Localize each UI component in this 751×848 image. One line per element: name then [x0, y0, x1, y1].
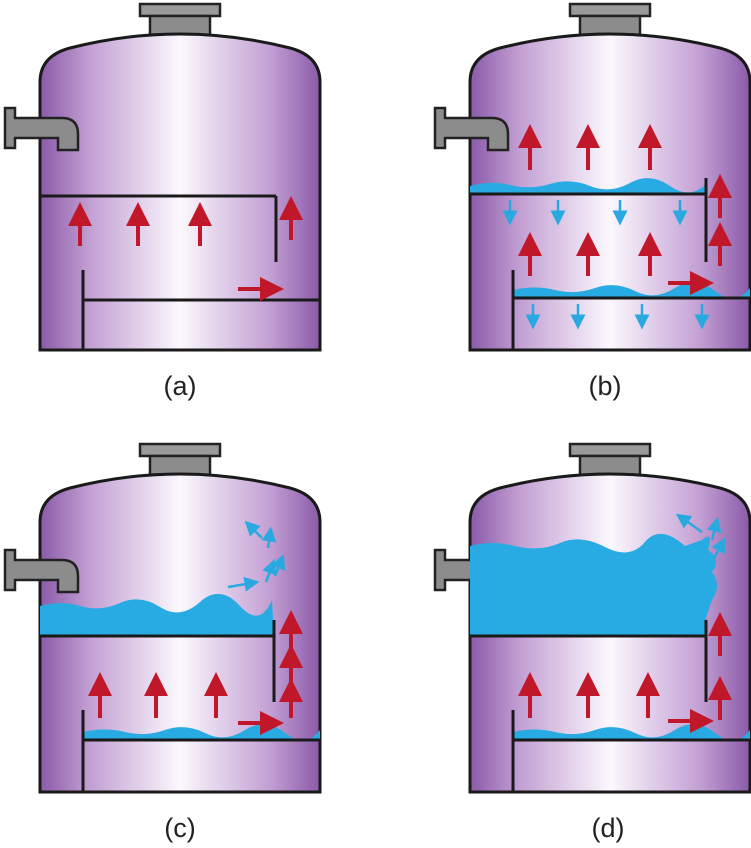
- vapor-arrows: [518, 124, 732, 295]
- liquid-arrow: [271, 554, 286, 577]
- outlet-pipe: [3, 106, 80, 152]
- liquid-arrows: [227, 520, 286, 592]
- liquid-arrow: [261, 526, 277, 549]
- liquid-arrow: [227, 576, 260, 592]
- panel-b: (b): [433, 2, 751, 401]
- panel-label: (c): [164, 813, 195, 843]
- liquid-arrow: [711, 537, 726, 559]
- top-cap: [138, 442, 222, 458]
- panel-d: (d): [433, 442, 751, 843]
- liquid-arrows: [675, 513, 726, 559]
- liquid-layer: [470, 178, 706, 194]
- outlet-pipe: [3, 548, 80, 594]
- vapor-arrows: [518, 612, 732, 733]
- panel-label: (a): [164, 371, 197, 401]
- tank: [3, 2, 322, 352]
- panel-label: (d): [592, 813, 625, 843]
- panel-label: (b): [589, 371, 622, 401]
- top-cap: [568, 442, 652, 458]
- outlet-pipe: [433, 106, 510, 152]
- vapor-arrows: [68, 196, 303, 301]
- top-cap: [568, 2, 652, 18]
- liquid-arrow: [262, 558, 277, 583]
- liquid-arrow: [706, 516, 722, 541]
- vapor-arrows: [88, 610, 303, 735]
- panel-a: (a): [3, 2, 322, 401]
- liquid-layer: [470, 533, 717, 636]
- liquid-arrow: [675, 513, 703, 534]
- liquid-arrows: [502, 200, 710, 330]
- liquid-arrow: [244, 520, 263, 539]
- liquid-layer: [40, 593, 274, 636]
- tank-body: [38, 32, 322, 352]
- top-cap: [138, 2, 222, 18]
- panel-c: (c): [3, 442, 322, 843]
